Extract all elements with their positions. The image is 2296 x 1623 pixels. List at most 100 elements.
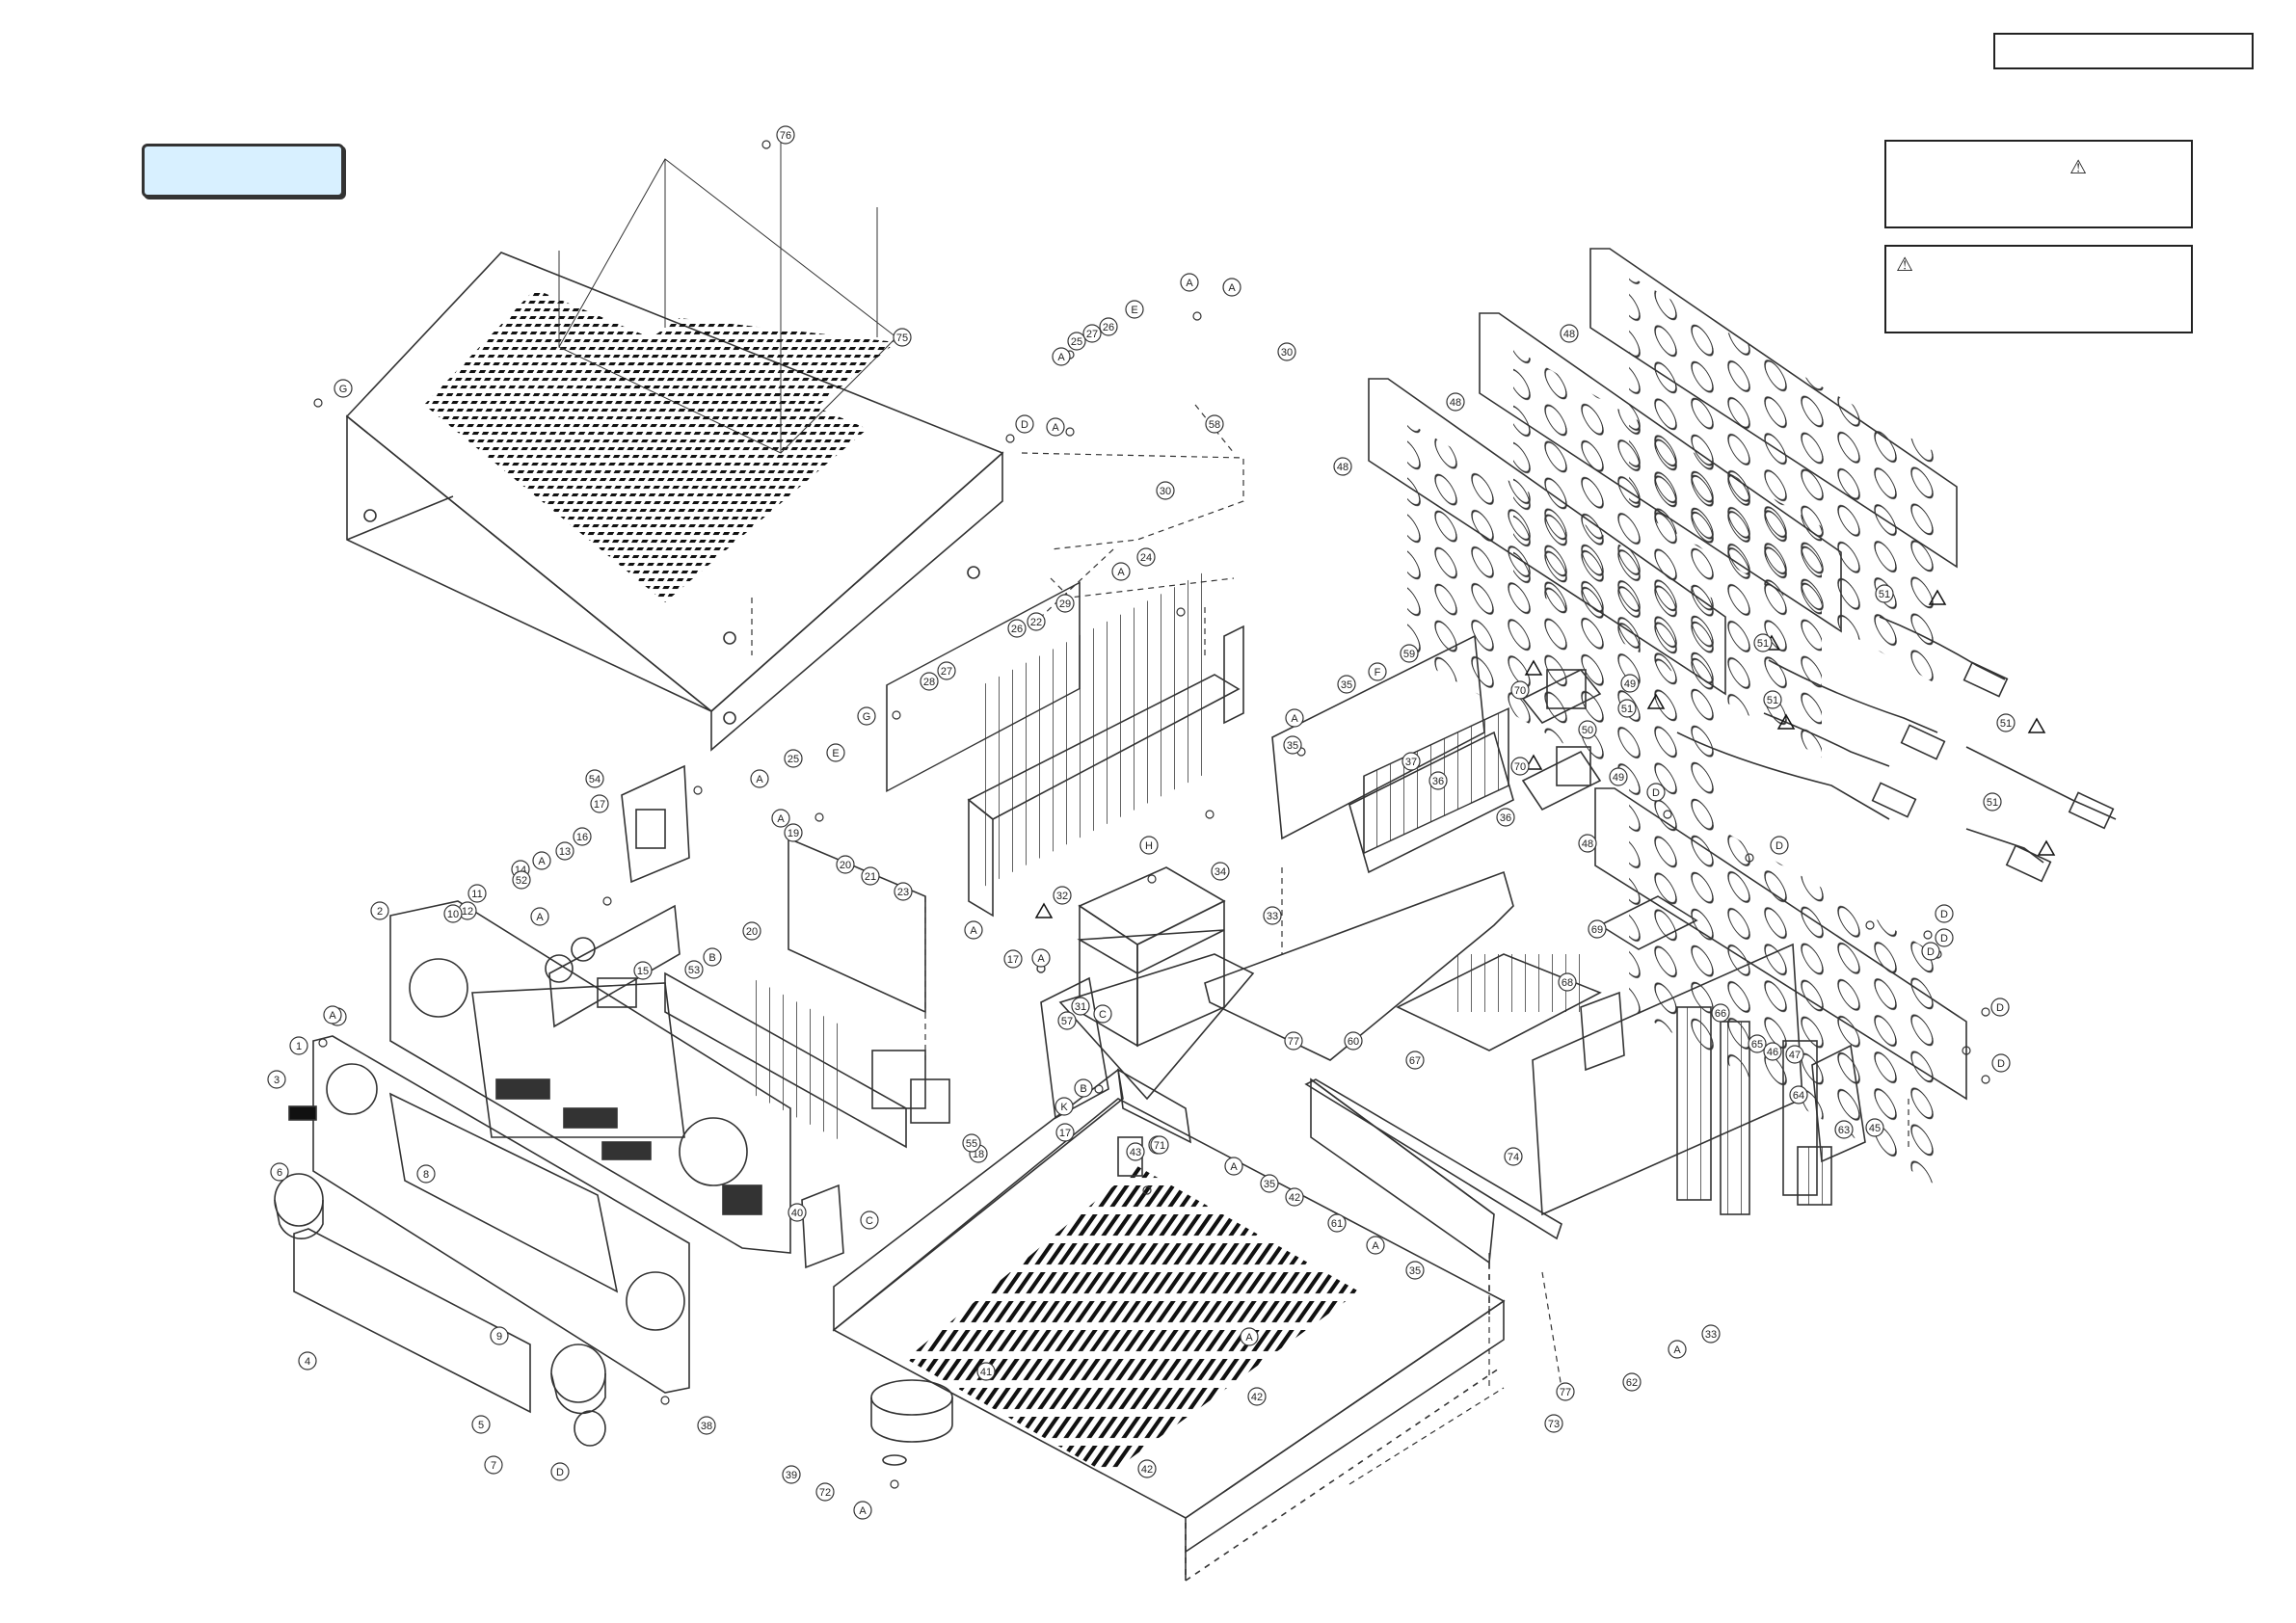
callout-A: A [1285, 708, 1304, 728]
callout-circle [1074, 1078, 1093, 1098]
callout-circle [1099, 317, 1118, 336]
callout-69: 69 [1588, 919, 1607, 939]
callout-49: 49 [1609, 767, 1628, 786]
callout-circle [1617, 699, 1637, 718]
callout-label: 48 [1337, 462, 1348, 473]
callout-51: 51 [1753, 633, 1773, 652]
callout-label: A [1230, 1161, 1238, 1173]
callout-circle [1003, 949, 1023, 969]
callout-25: 25 [784, 749, 803, 768]
callout-label: 25 [1071, 336, 1082, 348]
callout-7: 7 [484, 1455, 503, 1475]
callout-D: D [1770, 836, 1789, 855]
callout-A: A [771, 809, 790, 828]
callout-label: A [859, 1505, 867, 1517]
callout-E: E [1125, 300, 1144, 319]
callout-label: 36 [1432, 776, 1444, 787]
callout-label: 28 [923, 677, 935, 688]
callout-label: A [1052, 422, 1059, 434]
callout-C: C [1093, 1004, 1112, 1024]
callout-label: A [538, 856, 546, 867]
callout-35: 35 [1337, 675, 1356, 694]
callout-label: 38 [701, 1421, 712, 1432]
callout-label: 13 [559, 846, 571, 858]
callout-circle [1935, 904, 1954, 923]
callout-label: 42 [1289, 1192, 1300, 1204]
callout-circle [1333, 457, 1352, 476]
knobs [274, 1173, 606, 1447]
callout-label: 41 [980, 1367, 992, 1378]
callout-circle [1137, 1459, 1157, 1478]
callout-label: B [708, 952, 715, 964]
callout-67: 67 [1405, 1051, 1425, 1070]
callout-label: 8 [423, 1169, 429, 1181]
callout-G: G [857, 706, 876, 726]
callout-label: 35 [1341, 679, 1352, 691]
callout-11: 11 [467, 884, 487, 903]
callout-label: 71 [1154, 1140, 1165, 1152]
callout-15: 15 [633, 961, 653, 980]
callout-55: 55 [962, 1133, 981, 1153]
callout-40: 40 [788, 1203, 807, 1222]
callout-31: 31 [1071, 997, 1090, 1016]
callout-label: 33 [1267, 911, 1278, 922]
callout-10: 10 [443, 904, 463, 923]
callout-label: 77 [1288, 1036, 1299, 1048]
callout-circle [1609, 767, 1628, 786]
callout-label: 40 [791, 1208, 803, 1219]
callout-circle [323, 1005, 342, 1024]
callout-B: B [703, 947, 722, 967]
callout-circle [1991, 1053, 2011, 1073]
callout-label: 30 [1160, 486, 1171, 497]
callout-label: K [1060, 1102, 1068, 1113]
callout-D: D [1991, 1053, 2011, 1073]
warning-icon: ⚠ [1896, 253, 1913, 276]
callout-label: 48 [1563, 329, 1575, 340]
callout-label: G [339, 384, 348, 395]
callout-D: D [1935, 904, 1954, 923]
callout-circle [1337, 675, 1356, 694]
callout-64: 64 [1789, 1085, 1808, 1104]
callout-A: A [323, 1005, 342, 1024]
callout-label: 65 [1751, 1039, 1763, 1051]
callout-3: 3 [267, 1070, 286, 1089]
callout-label: 27 [1086, 329, 1098, 340]
callout-circle [962, 1133, 981, 1153]
chassis-rear-plate [1058, 953, 1255, 1101]
callout-circle [1646, 783, 1666, 802]
callout-circle [782, 1465, 801, 1484]
callout-circle [443, 904, 463, 923]
callout-circle [920, 672, 939, 691]
callout-label: A [1057, 352, 1065, 363]
callout-49: 49 [1620, 674, 1640, 693]
callout-label: 24 [1140, 552, 1152, 564]
callout-9: 9 [490, 1326, 509, 1345]
callout-circle [1578, 720, 1597, 739]
callout-circle [1136, 547, 1156, 567]
callout-circle [1093, 1004, 1112, 1024]
callout-circle [1996, 713, 2016, 732]
callout-circle [1260, 1174, 1279, 1193]
callout-A: A [1046, 417, 1065, 437]
callout-label: 60 [1348, 1036, 1359, 1048]
callout-35: 35 [1283, 735, 1302, 755]
callout-circle [1578, 834, 1597, 853]
callout-17: 17 [1055, 1123, 1075, 1142]
callout-36: 36 [1428, 771, 1448, 790]
callout-48: 48 [1560, 324, 1579, 343]
callout-16: 16 [573, 827, 592, 846]
callout-label: A [1372, 1240, 1379, 1252]
callout-circle [1283, 735, 1302, 755]
callout-circle [1763, 690, 1782, 709]
callout-label: 5 [478, 1420, 484, 1431]
callout-label: 49 [1624, 678, 1636, 690]
callout-label: D [1940, 909, 1948, 920]
callout-label: 69 [1591, 924, 1603, 936]
callout-label: 36 [1500, 812, 1511, 824]
callout-77: 77 [1284, 1031, 1303, 1051]
callout-circle [1770, 836, 1789, 855]
callout-circle [550, 1462, 570, 1481]
callout-label: 43 [1130, 1147, 1141, 1158]
callout-circle [1560, 324, 1579, 343]
callout-label: D [1021, 419, 1028, 431]
